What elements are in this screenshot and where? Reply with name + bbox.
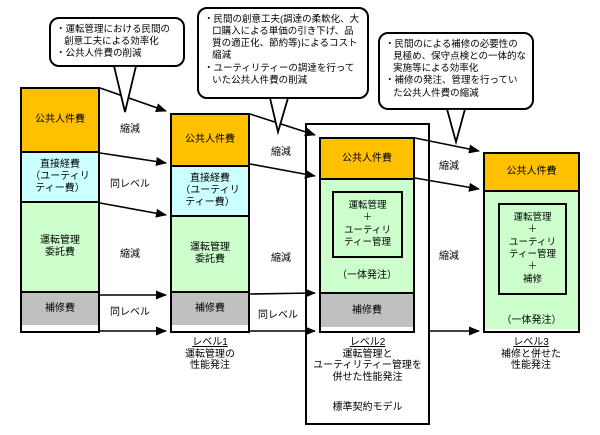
segment-operation-outsourcing-cost: 運転管理 委託費 [172, 215, 248, 291]
segment-label: 補修費 [45, 303, 75, 314]
callout-text: ・ユーティリティーの調達を行っていた公共人件費の削減 [204, 62, 355, 86]
column-level1: 公共人件費 直接経費 （ユーティリ ティー費） 運転管理 委託費 補修費 [170, 113, 250, 333]
integrated-scope-box: 運転管理 ＋ ユーティリ ティー管理 [332, 191, 403, 258]
gap-label-same-level: 同レベル [110, 179, 150, 190]
segment-label: 公共人件費 [342, 152, 392, 164]
gap-label-same-level: 同レベル [258, 310, 298, 321]
level2-line: 運転管理と [342, 348, 393, 360]
callout-level2-effects: ・民間の創意工夫(調達の柔軟化、大口購入による単価の引き下げ、品質の適正化、節約… [197, 7, 369, 99]
segment-label: 公共人件費 [35, 114, 85, 125]
segment-label: 直接経費 （ユーティリ ティー費） [30, 159, 90, 194]
level2-caption: レベル2 運転管理と ユーティリティー管理を 併せた性能発注 [306, 337, 429, 384]
level3-caption: レベル3 補修と併せた 性能発注 [481, 337, 581, 372]
segment-operation-outsourcing-cost: 運転管理 委託費 [22, 201, 98, 291]
integrated-order-note: （一体発注） [501, 315, 562, 326]
callout-pointer [268, 97, 290, 136]
standard-contract-model-label: 標準契約モデル [332, 402, 403, 413]
level2-title: レベル2 [349, 337, 386, 348]
level2-line: ユーティリティー管理を [313, 360, 422, 372]
column-current: 公共人件費 直接経費 （ユーティリ ティー費） 運転管理 委託費 補修費 [20, 87, 100, 333]
scope-line: 補修 [522, 273, 542, 285]
segment-public-labor-cost: 公共人件費 [22, 89, 98, 151]
segment-repair-cost: 補修費 [22, 291, 98, 325]
callout-level3-effects: ・民間のによる補修の必要性の見極め、保守点検との一体的な実施等による効率化 ・補… [378, 32, 534, 110]
segment-public-labor-cost: 公共人件費 [485, 154, 578, 190]
segment-label: 公共人件費 [506, 166, 557, 177]
level1-line: 運転管理の [185, 348, 235, 360]
arrow-reduction [99, 202, 167, 218]
segment-repair-cost: 補修費 [321, 292, 413, 327]
callout-level1-effects: ・運転管理における民間の創意工夫による効率化 ・公共人件費の削減 [49, 17, 185, 67]
segment-label: 直接経費 （ユーティリ ティー費） [180, 173, 240, 208]
segment-label: 公共人件費 [185, 134, 235, 145]
scope-line: ユーティリ [509, 236, 556, 248]
gap-label-reduction: 縮減 [120, 249, 140, 260]
integrated-scope-box: 運転管理 ＋ ユーティリ ティー管理 ＋ 補修 [498, 203, 567, 295]
plus-sign: ＋ [362, 212, 373, 224]
plus-sign: ＋ [527, 261, 538, 273]
callout-pointer [445, 108, 467, 146]
segment-public-labor-cost: 公共人件費 [172, 115, 248, 165]
gap-label-reduction: 縮減 [271, 147, 291, 158]
gap-label-reduction: 縮減 [439, 251, 459, 262]
callout-text: ・補修の発注、管理を行っていた公共人件費の縮減 [385, 75, 518, 99]
gap-label-same-level: 同レベル [110, 307, 150, 318]
callout-pointer [112, 65, 138, 113]
plus-sign: ＋ [527, 224, 538, 236]
callout-text: ・運転管理における民間の創意工夫による効率化 [56, 24, 171, 48]
segment-public-labor-cost: 公共人件費 [321, 139, 413, 178]
scope-line: ユーティリ [344, 224, 391, 236]
gap-label-reduction: 縮減 [439, 161, 459, 172]
callout-text: ・公共人件費の削減 [56, 48, 142, 60]
arrow-same-level [99, 152, 167, 166]
callout-text: ・民間のによる補修の必要性の見極め、保守点検との一体的な実施等による効率化 [385, 39, 526, 75]
gap-label-reduction: 縮減 [271, 253, 291, 264]
scope-line: ティー管理 [509, 249, 556, 260]
scope-line: 運転管理 [513, 211, 552, 223]
level3-line: 補修と併せた [501, 348, 561, 360]
level1-title: レベル1 [192, 337, 228, 348]
callout-text: ・民間の創意工夫(調達の柔軟化、大口購入による単価の引き下げ、品質の適正化、節約… [204, 14, 360, 62]
scope-line: ティー管理 [344, 236, 391, 248]
segment-label: 運転管理 委託費 [190, 242, 230, 265]
scope-line: 運転管理 [348, 199, 387, 211]
level3-title: レベル3 [513, 337, 549, 348]
level2-line: 併せた性能発注 [332, 372, 403, 384]
segment-repair-cost: 補修費 [172, 291, 248, 325]
segment-label: 運転管理 委託費 [40, 235, 80, 258]
level1-line: 性能発注 [190, 360, 230, 372]
arrow-reduction [99, 87, 167, 112]
level1-caption: レベル1 運転管理の 性能発注 [160, 337, 260, 372]
gap-label-reduction: 縮減 [120, 124, 140, 135]
segment-label: 補修費 [195, 303, 225, 314]
level3-line: 性能発注 [511, 360, 551, 372]
segment-label: 補修費 [352, 304, 382, 316]
segment-direct-cost: 直接経費 （ユーティリ ティー費） [172, 165, 248, 215]
integrated-order-note: （一体発注） [337, 270, 397, 281]
segment-direct-cost: 直接経費 （ユーティリ ティー費） [22, 151, 98, 201]
